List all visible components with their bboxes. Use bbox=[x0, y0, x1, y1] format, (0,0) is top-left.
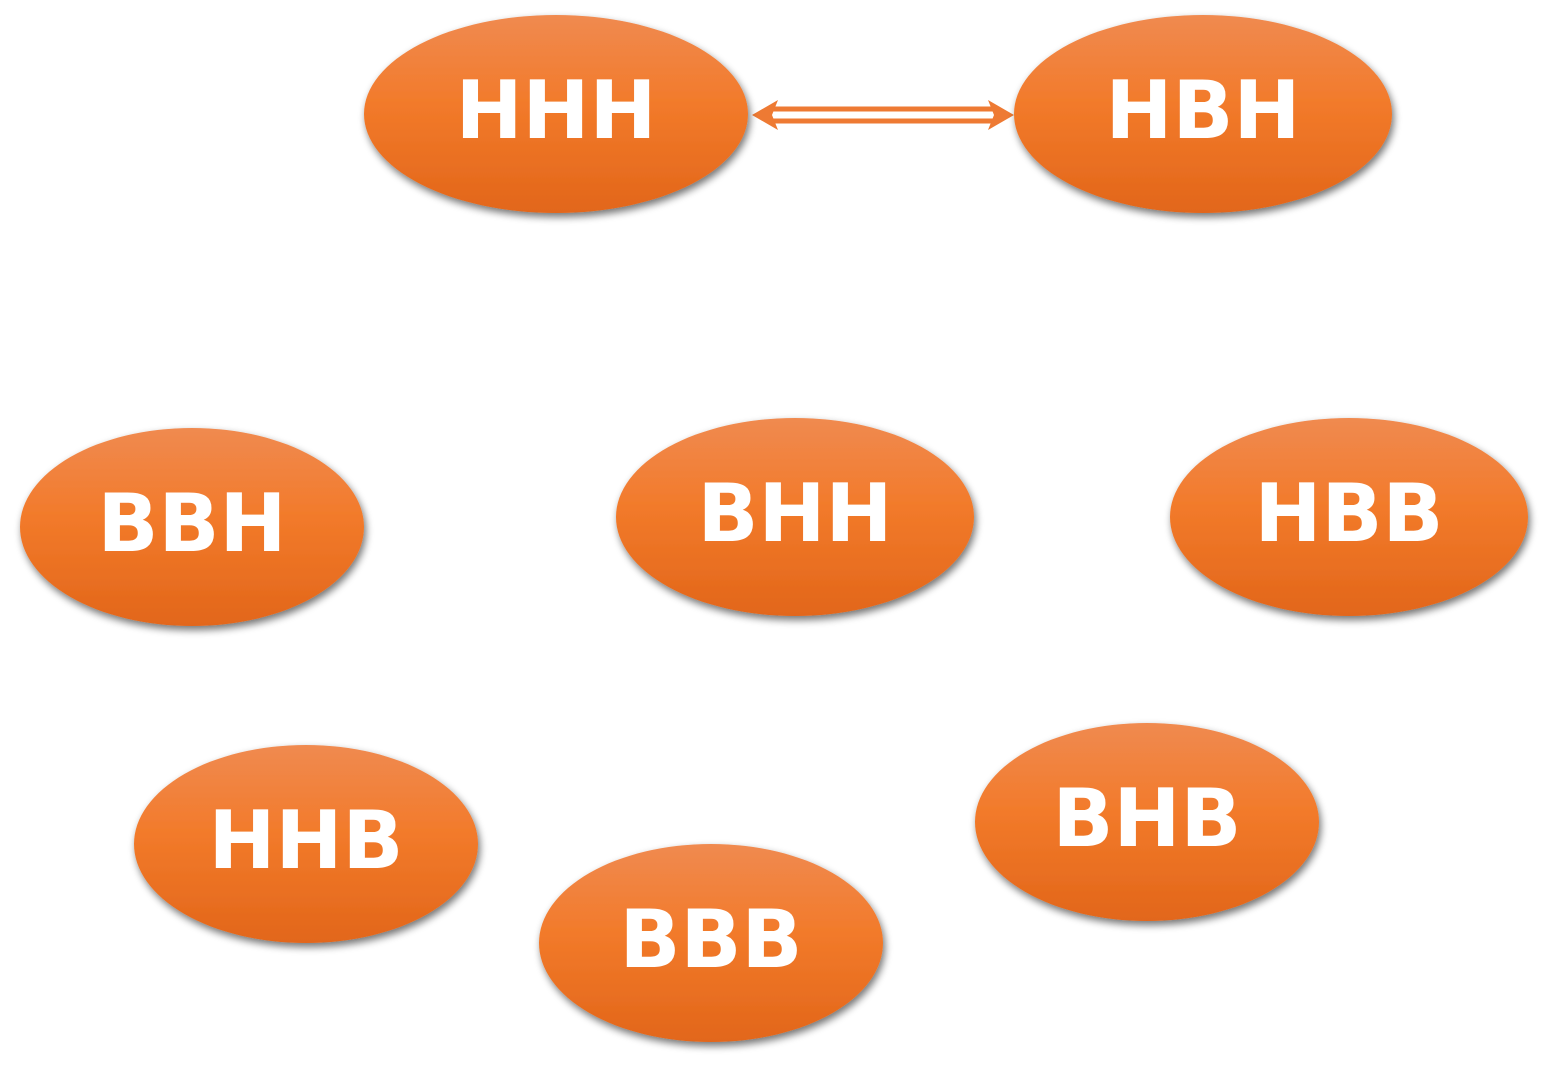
node-hhb: HHB bbox=[134, 745, 478, 943]
edge-hhh-hbh bbox=[752, 100, 1014, 130]
node-bbh: BBH bbox=[20, 428, 364, 626]
node-hhh: HHH bbox=[364, 15, 748, 213]
node-label-bbh: BBH bbox=[98, 477, 287, 570]
node-label-bhh: BHH bbox=[698, 467, 893, 560]
node-bhb: BHB bbox=[975, 723, 1319, 921]
node-label-hhh: HHH bbox=[456, 64, 657, 157]
node-label-hbh: HBH bbox=[1106, 64, 1301, 157]
node-hbh: HBH bbox=[1014, 15, 1392, 213]
node-label-bhb: BHB bbox=[1053, 772, 1242, 865]
node-bbb: BBB bbox=[539, 844, 883, 1042]
node-bhh: BHH bbox=[616, 418, 974, 616]
node-hbb: HBB bbox=[1170, 418, 1528, 616]
node-label-bbb: BBB bbox=[620, 893, 803, 986]
arrowhead-right-icon bbox=[988, 100, 1014, 130]
node-label-hhb: HHB bbox=[209, 794, 404, 887]
arrowhead-left-icon bbox=[752, 100, 778, 130]
node-label-hbb: HBB bbox=[1255, 467, 1444, 560]
